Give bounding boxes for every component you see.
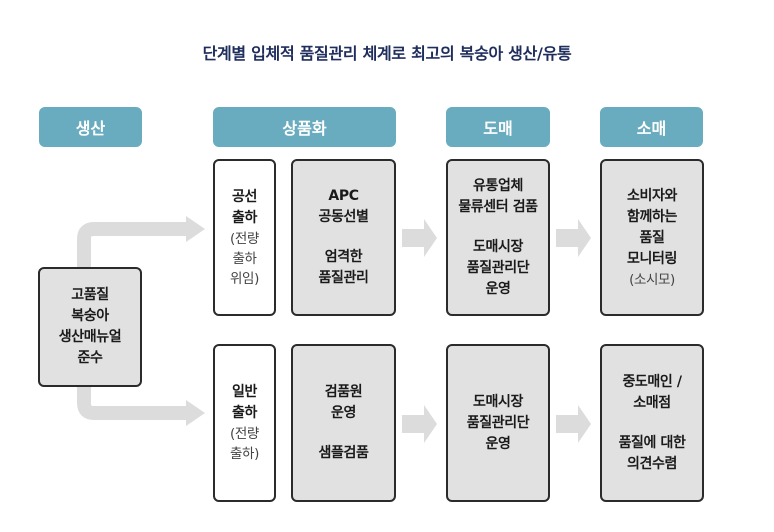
type-title-line: 일반: [232, 384, 257, 400]
type-title-line: 출하: [232, 209, 257, 226]
wholesale-inspection-box: 유통업체 물류센터 검품 도매시장 품질관리단 운영: [446, 159, 550, 316]
origin-line: 생산매뉴얼: [58, 329, 122, 345]
box-line: APC: [328, 188, 359, 204]
wholesale-quality-box: 도매시장 품질관리단 운영: [446, 344, 550, 502]
arrow-bottom-2: [556, 405, 591, 443]
general-shipping-box: 일반 출하 (전량 출하): [213, 344, 276, 502]
box-line: 도매시장: [473, 393, 523, 410]
box-line: 운영: [485, 435, 511, 452]
box-line: 운영: [331, 405, 356, 421]
box-line: 공동선별: [318, 209, 369, 225]
arrow-top-2: [556, 219, 591, 257]
branch-arrow-bottom-head: [186, 400, 205, 426]
joint-shipping-box: 공선 출하 (전량 출하 위임): [213, 159, 276, 316]
box-line: 의견수렴: [627, 455, 677, 472]
arrow-bottom-1: [402, 405, 437, 443]
inspector-box: 검품원 운영 샘플검품: [291, 344, 396, 502]
box-line: 엄격한: [324, 249, 363, 265]
diagram-title: 단계별 입체적 품질관리 체계로 최고의 복숭아 생산/유통: [202, 44, 572, 63]
box-line: 운영: [485, 280, 511, 297]
type-note-line: (전량: [230, 426, 259, 442]
box-note: (소시모): [629, 271, 675, 288]
box-line: 도매시장: [473, 238, 523, 255]
box-line: 유통업체: [473, 177, 523, 194]
branch-arrow-bottom: [77, 386, 187, 420]
arrow-top-1: [402, 219, 437, 257]
origin-line: 고품질: [71, 287, 109, 303]
stage-header-production: 생산: [39, 107, 142, 147]
box-line: 품질관리단: [466, 414, 530, 431]
box-line: 검품원: [324, 384, 363, 400]
branch-arrow-top: [77, 222, 187, 268]
stage-header-commercialization: 상품화: [213, 107, 396, 147]
apc-sorting-box: APC 공동선별 엄격한 품질관리: [291, 159, 396, 316]
box-line: 소매점: [633, 394, 671, 411]
box-line: 품질관리: [318, 270, 369, 286]
box-line: 물류센터 검품: [458, 198, 538, 215]
box-line: 품질에 대한: [618, 434, 686, 451]
branch-arrow-top-head: [186, 216, 205, 242]
stage-header-wholesale: 도매: [446, 107, 550, 147]
type-note-line: 위임): [230, 270, 259, 287]
box-line: 품질: [639, 229, 665, 246]
box-line: 함께하는: [627, 208, 677, 225]
box-line: 소비자와: [627, 187, 677, 204]
box-line: 품질관리단: [466, 259, 530, 276]
origin-line: 준수: [77, 350, 103, 366]
type-title-line: 공선: [232, 188, 257, 205]
box-line: 모니터링: [627, 250, 677, 267]
box-line: 샘플검품: [318, 445, 369, 461]
box-line: 중도매인 /: [622, 373, 682, 390]
type-note-line: (전량: [230, 230, 259, 247]
type-note-line: 출하: [232, 250, 257, 267]
production-manual-box: 고품질 복숭아 생산매뉴얼 준수: [38, 267, 142, 387]
type-note-line: 출하): [230, 446, 259, 462]
origin-line: 복숭아: [71, 308, 109, 324]
type-title-line: 출하: [232, 405, 257, 421]
retailer-feedback-box: 중도매인 / 소매점 품질에 대한 의견수렴: [600, 344, 704, 502]
stage-header-retail: 소매: [600, 107, 703, 147]
consumer-monitoring-box: 소비자와 함께하는 품질 모니터링 (소시모): [600, 159, 704, 316]
